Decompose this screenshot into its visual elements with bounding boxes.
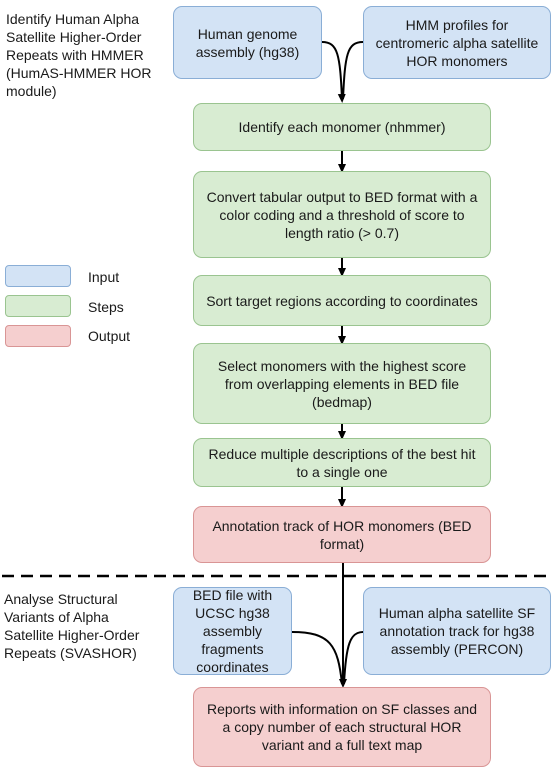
section-label-line: Repeats (SVASHOR)	[4, 645, 137, 661]
legend-label-input: Input	[88, 269, 120, 285]
legend-swatch-input	[5, 265, 71, 287]
section-label-line: Repeats with HMMER	[6, 47, 144, 63]
box-identify-monomer: Identify each monomer (nhmmer)	[193, 103, 491, 151]
arrow-bedfile-to-reports	[291, 631, 343, 685]
section-label-humas-hmmer: Identify Human Alpha Satellite Higher-Or…	[6, 10, 151, 100]
box-annotation-track: Annotation track of HOR monomers (BED fo…	[193, 506, 491, 563]
box-human-genome-assembly: Human genome assembly (hg38)	[173, 6, 322, 79]
section-label-line: Variants of Alpha	[4, 609, 109, 625]
arrow-hmm-to-identify	[342, 41, 364, 100]
box-percon-annotation: Human alpha satellite SF annotation trac…	[363, 587, 551, 675]
section-label-svashor: Analyse Structural Variants of Alpha Sat…	[4, 590, 139, 662]
box-reduce-descriptions: Reduce multiple descriptions of the best…	[193, 438, 491, 487]
box-bed-file-ucsc: BED file with UCSC hg38 assembly fragmen…	[173, 587, 292, 675]
legend-swatch-steps	[5, 295, 71, 317]
legend-swatch-output	[5, 325, 71, 347]
arrow-percon-to-reports	[343, 631, 364, 685]
section-label-line: Satellite Higher-Order	[4, 627, 140, 643]
box-sort-regions: Sort target regions according to coordin…	[193, 275, 491, 326]
box-select-monomers: Select monomers with the highest score f…	[193, 343, 491, 424]
section-label-line: Satellite Higher-Order	[6, 29, 142, 45]
box-convert-to-bed: Convert tabular output to BED format wit…	[193, 171, 491, 258]
box-hmm-profiles: HMM profiles for centromeric alpha satel…	[363, 6, 551, 79]
legend-label-steps: Steps	[88, 299, 124, 315]
legend-label-output: Output	[88, 328, 131, 344]
section-label-line: (HumAS-HMMER HOR	[6, 65, 152, 81]
section-label-line: module)	[6, 83, 57, 99]
section-label-line: Analyse Structural	[4, 591, 118, 607]
arrow-genome-to-identify	[321, 41, 346, 103]
section-label-line: Identify Human Alpha	[6, 11, 140, 27]
box-reports: Reports with information on SF classes a…	[193, 687, 491, 767]
